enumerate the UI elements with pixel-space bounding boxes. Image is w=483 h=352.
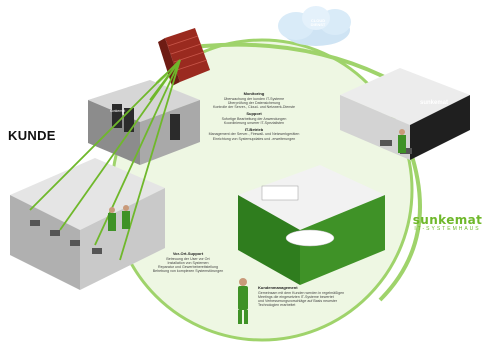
it-betrieb-line: Management der Server-, Firewall- und Ne…	[208, 132, 300, 137]
cloud-icon	[278, 6, 351, 46]
vor-ort-line: Reparatur und Gewerbebereitstellung	[158, 264, 218, 269]
office-wall-logo: sunkemat	[420, 100, 448, 106]
kundenmanagement-line: und Verbesserungsvorschläge auf Basis ne…	[258, 298, 338, 303]
person-icon	[108, 129, 406, 324]
sunkemat-logo: sunkemat IT-SYSTEMHAUS	[412, 213, 483, 232]
support-heading: Support	[246, 110, 262, 116]
support-line: Sofortige Bearbeitung der Anwendungen	[221, 116, 287, 121]
monitoring-line: Kontrolle der Server-, Cloud- und Netzwe…	[212, 104, 296, 109]
meeting-room	[238, 165, 385, 285]
monitoring-line: Überprüfung der Datensicherung	[227, 100, 281, 105]
kundenmanagement-block: Kundenmanagement Gemeinsam mit dem Kunde…	[258, 285, 354, 307]
connection-arc-top	[169, 42, 401, 87]
monitoring-line: Überwachung der kunden IT-Systeme	[223, 96, 285, 101]
cloud-label: CLOUD DIENST	[296, 18, 340, 28]
vor-ort-block: Vor-Ort-Support Betreuung der User vor O…	[150, 251, 226, 273]
vor-ort-line: Behebung von komplexen Systemstörungen	[152, 268, 224, 273]
provider-office	[340, 68, 470, 160]
cloud-label-line: DIENST	[310, 22, 326, 28]
vor-ort-line: Installation von Systemen	[167, 260, 209, 265]
it-betrieb-heading: IT-Betrieb	[244, 126, 264, 132]
connection-arc-right	[378, 149, 422, 302]
kundenmanagement-line: Gemeinsam mit dem Kunden werden in regel…	[258, 290, 345, 295]
kundenmanagement-line: Meetings die eingesetzten IT-Systeme bew…	[258, 294, 334, 299]
it-betrieb-line: Einrichtung von Systemupdates und -erwei…	[212, 136, 296, 141]
server-room-logo: sunkemat	[110, 109, 125, 113]
kunde-label: KUNDE	[8, 128, 56, 143]
server-room	[88, 80, 200, 165]
logo-tagline: IT-SYSTEMHAUS	[414, 226, 481, 232]
kundenmanagement-heading: Kundenmanagement	[258, 285, 298, 290]
support-line: Koordinierung unserer IT-Spezialisten	[223, 120, 285, 125]
monitoring-heading: Monitoring	[243, 91, 265, 96]
vor-ort-heading: Vor-Ort-Support	[172, 251, 204, 256]
logo-wordmark: sunkemat	[412, 213, 483, 227]
kundenmanagement-line: Technologien erarbeitet	[258, 302, 296, 307]
server-rack-icon	[112, 104, 180, 140]
vor-ort-line: Betreuung der User vor Ort	[166, 256, 210, 261]
center-info-block: Monitoring Überwachung der kunden IT-Sys…	[206, 91, 302, 141]
cloud-label-line: CLOUD	[310, 18, 326, 23]
